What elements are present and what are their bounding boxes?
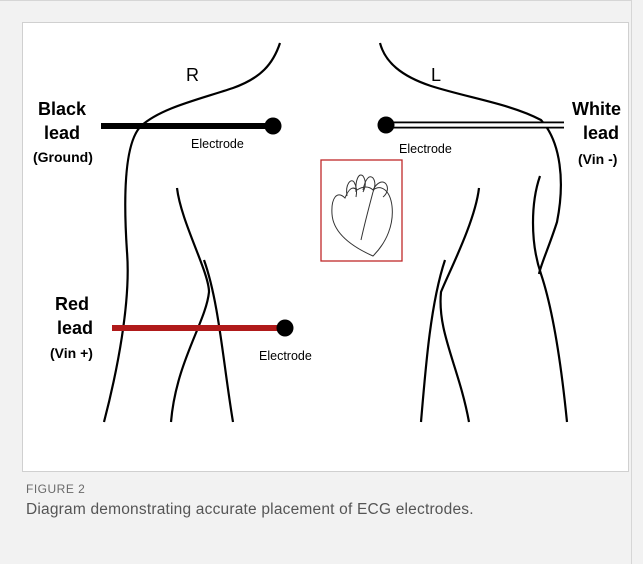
red-lead-electrode xyxy=(277,320,294,337)
black-lead xyxy=(101,118,282,135)
white-lead-label-line3: (Vin -) xyxy=(578,151,617,167)
black-lead-label-line1: Black xyxy=(38,99,87,119)
red-lead-label-line1: Red xyxy=(55,294,89,314)
black-lead-label-line3: (Ground) xyxy=(33,149,93,165)
red-lead-label-line2: lead xyxy=(57,318,93,338)
white-lead-wire xyxy=(384,123,564,126)
white-lead-label-line1: White xyxy=(572,99,621,119)
white-lead-electrode-label: Electrode xyxy=(399,142,452,156)
ecg-diagram: R L Electrode Black lead (Ground) Electr… xyxy=(22,22,629,472)
right-side-label: R xyxy=(186,65,199,85)
black-lead-wire xyxy=(101,123,273,129)
right-torso-outline xyxy=(171,188,209,422)
ecg-diagram-svg: R L Electrode Black lead (Ground) Electr… xyxy=(23,23,628,471)
white-lead-label-line2: lead xyxy=(583,123,619,143)
figure-label: FIGURE 2 xyxy=(26,482,85,496)
red-lead xyxy=(112,320,294,337)
left-side-label: L xyxy=(431,65,441,85)
red-lead-wire xyxy=(112,325,284,331)
left-torso-outline xyxy=(441,188,479,422)
white-lead xyxy=(378,117,565,134)
red-lead-label-line3: (Vin +) xyxy=(50,345,93,361)
left-arm-inner-outline xyxy=(533,176,567,422)
black-lead-electrode xyxy=(265,118,282,135)
neck-right-outline xyxy=(104,43,280,422)
red-lead-electrode-label: Electrode xyxy=(259,349,312,363)
figure-caption: Diagram demonstrating accurate placement… xyxy=(26,501,474,519)
black-lead-label-line2: lead xyxy=(44,123,80,143)
black-lead-electrode-label: Electrode xyxy=(191,137,244,151)
left-waist-outline xyxy=(421,260,445,422)
white-lead-electrode xyxy=(378,117,395,134)
